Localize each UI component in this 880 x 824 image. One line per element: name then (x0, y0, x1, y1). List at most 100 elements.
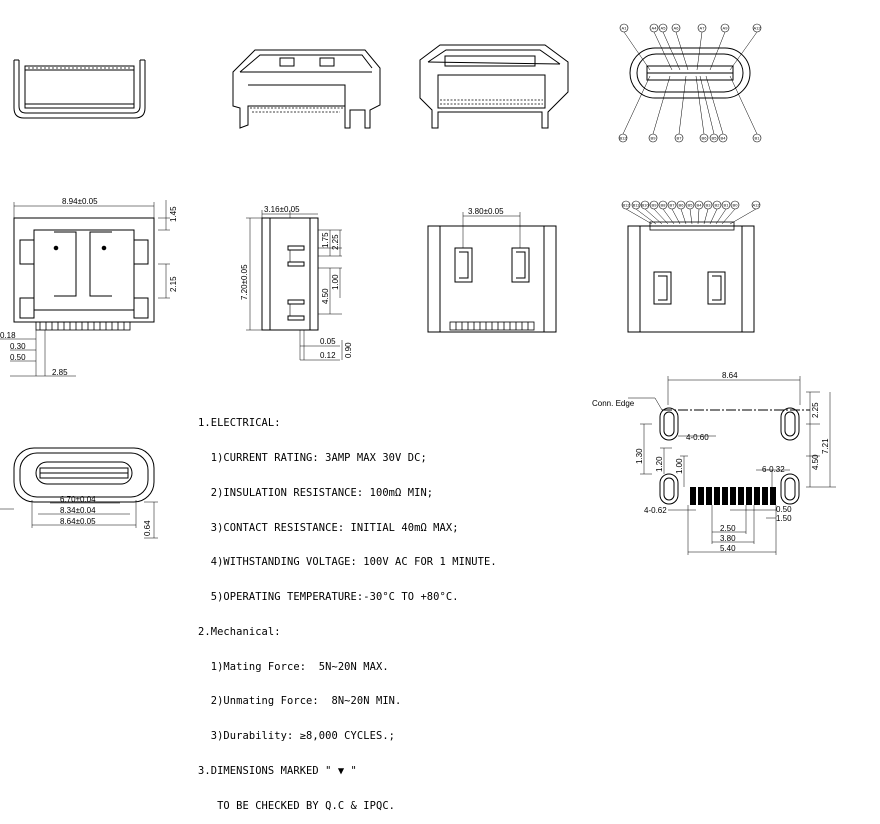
dim-030: 0.30 (10, 342, 26, 351)
fp-dim-100: 1.00 (675, 458, 684, 474)
pin-callout-side-b0: B0 (730, 200, 740, 210)
dim-834: 8.34±0.04 (60, 506, 96, 515)
fp-dim-150: 1.50 (776, 514, 792, 523)
fp-dim-120: 1.20 (655, 456, 664, 472)
pin-callout-side-a12: A12 (751, 200, 760, 210)
note-line: 2.Mechanical: (198, 625, 281, 638)
dim-864: 8.64±0.05 (60, 517, 96, 526)
receptacle-front-view (0, 447, 158, 539)
dim-width-894: 8.94±0.05 (62, 197, 98, 206)
pin-label: A9 (723, 25, 729, 30)
pin-callout-b6: B6 (699, 133, 709, 143)
pin-label: B6 (702, 135, 708, 140)
pin-callout-b4: B4 (718, 133, 728, 143)
side-pin-leaders (625, 208, 757, 225)
pin-callout-a9: A9 (720, 23, 730, 33)
dim-720: 7.20±0.05 (240, 264, 249, 300)
pin-leaders (622, 31, 758, 135)
front-elevation-view (13, 59, 146, 119)
fp-slot-bottom: 4-0.62 (644, 506, 667, 515)
isometric-view-rear (419, 44, 569, 129)
footprint-pads (690, 487, 776, 505)
dim-215: 2.15 (169, 276, 178, 292)
note-line: 3)Durability: ≥8,000 CYCLES.; (198, 730, 396, 743)
side-view-dimensions (246, 210, 343, 361)
pin-label: A12 (752, 202, 760, 207)
dim-380: 3.80±0.05 (468, 207, 504, 216)
pin-label: B1 (755, 135, 761, 140)
top-view (0, 200, 170, 377)
pin-callout-b1: B1 (752, 133, 762, 143)
fp-dim-380: 3.80 (720, 534, 736, 543)
pin-label: B7 (677, 135, 683, 140)
dim-018: 0.18 (0, 331, 16, 340)
pin-label: A5 (661, 25, 667, 30)
fp-holes: 6-0.32 (762, 465, 785, 474)
dim-316: 3.16±0.05 (264, 205, 300, 214)
pin-callout-side-b4: B4 (694, 200, 704, 210)
fp-dim-540: 5.40 (720, 544, 736, 553)
pin-callout-side-b6: B6 (676, 200, 686, 210)
pin-label: A7 (700, 25, 706, 30)
housing-view (427, 212, 557, 333)
top-view-dimensions (0, 200, 170, 377)
dim-450: 4.50 (321, 288, 330, 304)
pin-callout-a6: A6 (671, 23, 681, 33)
pin-label: B8 (661, 202, 667, 207)
isometric-view-front (232, 49, 381, 129)
dimension-labels: 8.94±0.05 1.45 2.15 0.18 0.30 0.50 2.85 … (0, 197, 504, 536)
pin-callout-side-b1: B1 (721, 200, 731, 210)
pin-label: B3 (706, 202, 712, 207)
pin-label: B2 (715, 202, 721, 207)
pin-callout-a4: A4 (649, 23, 659, 33)
dim-145: 1.45 (169, 206, 178, 222)
pin-callout-side-b10: B10 (640, 200, 649, 210)
pin-callout-side-b11: B11 (631, 200, 641, 210)
dim-012: 0.12 (320, 351, 336, 360)
pin-label: B9 (651, 135, 657, 140)
fp-dim-130: 1.30 (635, 448, 644, 464)
note-line: 5)OPERATING TEMPERATURE:-30°C TO +80°C. (198, 591, 459, 604)
pin-callout-side-b7: B7 (667, 200, 677, 210)
dim-670: 6.70±0.04 (60, 495, 96, 504)
pin-label: B10 (641, 202, 649, 207)
pin-labels-side: B12 B11 B10 B9 B8 B7 B6 B5 B4 B3 B2 B1 B… (621, 200, 760, 210)
dim-064: 0.64 (143, 520, 152, 536)
pin-callout-a1: A1 (619, 23, 629, 33)
pin-callout-side-b12: B12 (621, 200, 630, 210)
pin-map-view (622, 31, 758, 135)
footprint-dimensions (628, 376, 836, 555)
dim-090: 0.90 (344, 342, 353, 358)
note-line: 2)Unmating Force: 8N~20N MIN. (198, 695, 402, 708)
dim-050: 0.50 (10, 353, 26, 362)
pin-callout-side-b9: B9 (649, 200, 659, 210)
conn-edge-label: Conn. Edge (592, 399, 635, 408)
pin-callout-b9: B9 (648, 133, 658, 143)
side-view (246, 210, 343, 361)
pin-label: B12 (622, 202, 630, 207)
pin-callout-side-b3: B3 (703, 200, 713, 210)
fp-dim-721: 7.21 (821, 438, 830, 454)
drawing-canvas: A1 A4 A5 A6 A7 A9 A12 B12 B9 B7 B6 B5 B4… (0, 23, 836, 555)
pin-label: A6 (674, 25, 680, 30)
dim-100: 1.00 (331, 274, 340, 290)
fp-dim-050: 0.50 (776, 505, 792, 514)
note-line: 1.ELECTRICAL: (198, 417, 281, 430)
pin-callout-a12: A12 (752, 23, 761, 33)
pin-callout-b5: B5 (709, 133, 719, 143)
dim-225: 2.25 (331, 234, 340, 250)
pin-label: B0 (733, 202, 739, 207)
dim-285: 2.85 (52, 368, 68, 377)
pin-callout-b7: B7 (674, 133, 684, 143)
spec-notes: 1.ELECTRICAL: 1)CURRENT RATING: 3AMP MAX… (198, 395, 497, 824)
top-view-pins (35, 321, 131, 331)
fp-dim-864: 8.64 (722, 371, 738, 380)
pin-labels-bottom: B12 B9 B7 B6 B5 B4 B1 (618, 133, 762, 143)
pin-label: B7 (670, 202, 676, 207)
pin-label: A1 (622, 25, 628, 30)
pin-label: B1 (724, 202, 730, 207)
note-line: 1)Mating Force: 5N~20N MAX. (198, 660, 389, 673)
fp-dim-225: 2.25 (811, 402, 820, 418)
pin-label: A4 (652, 25, 658, 30)
pin-label: B9 (652, 202, 658, 207)
